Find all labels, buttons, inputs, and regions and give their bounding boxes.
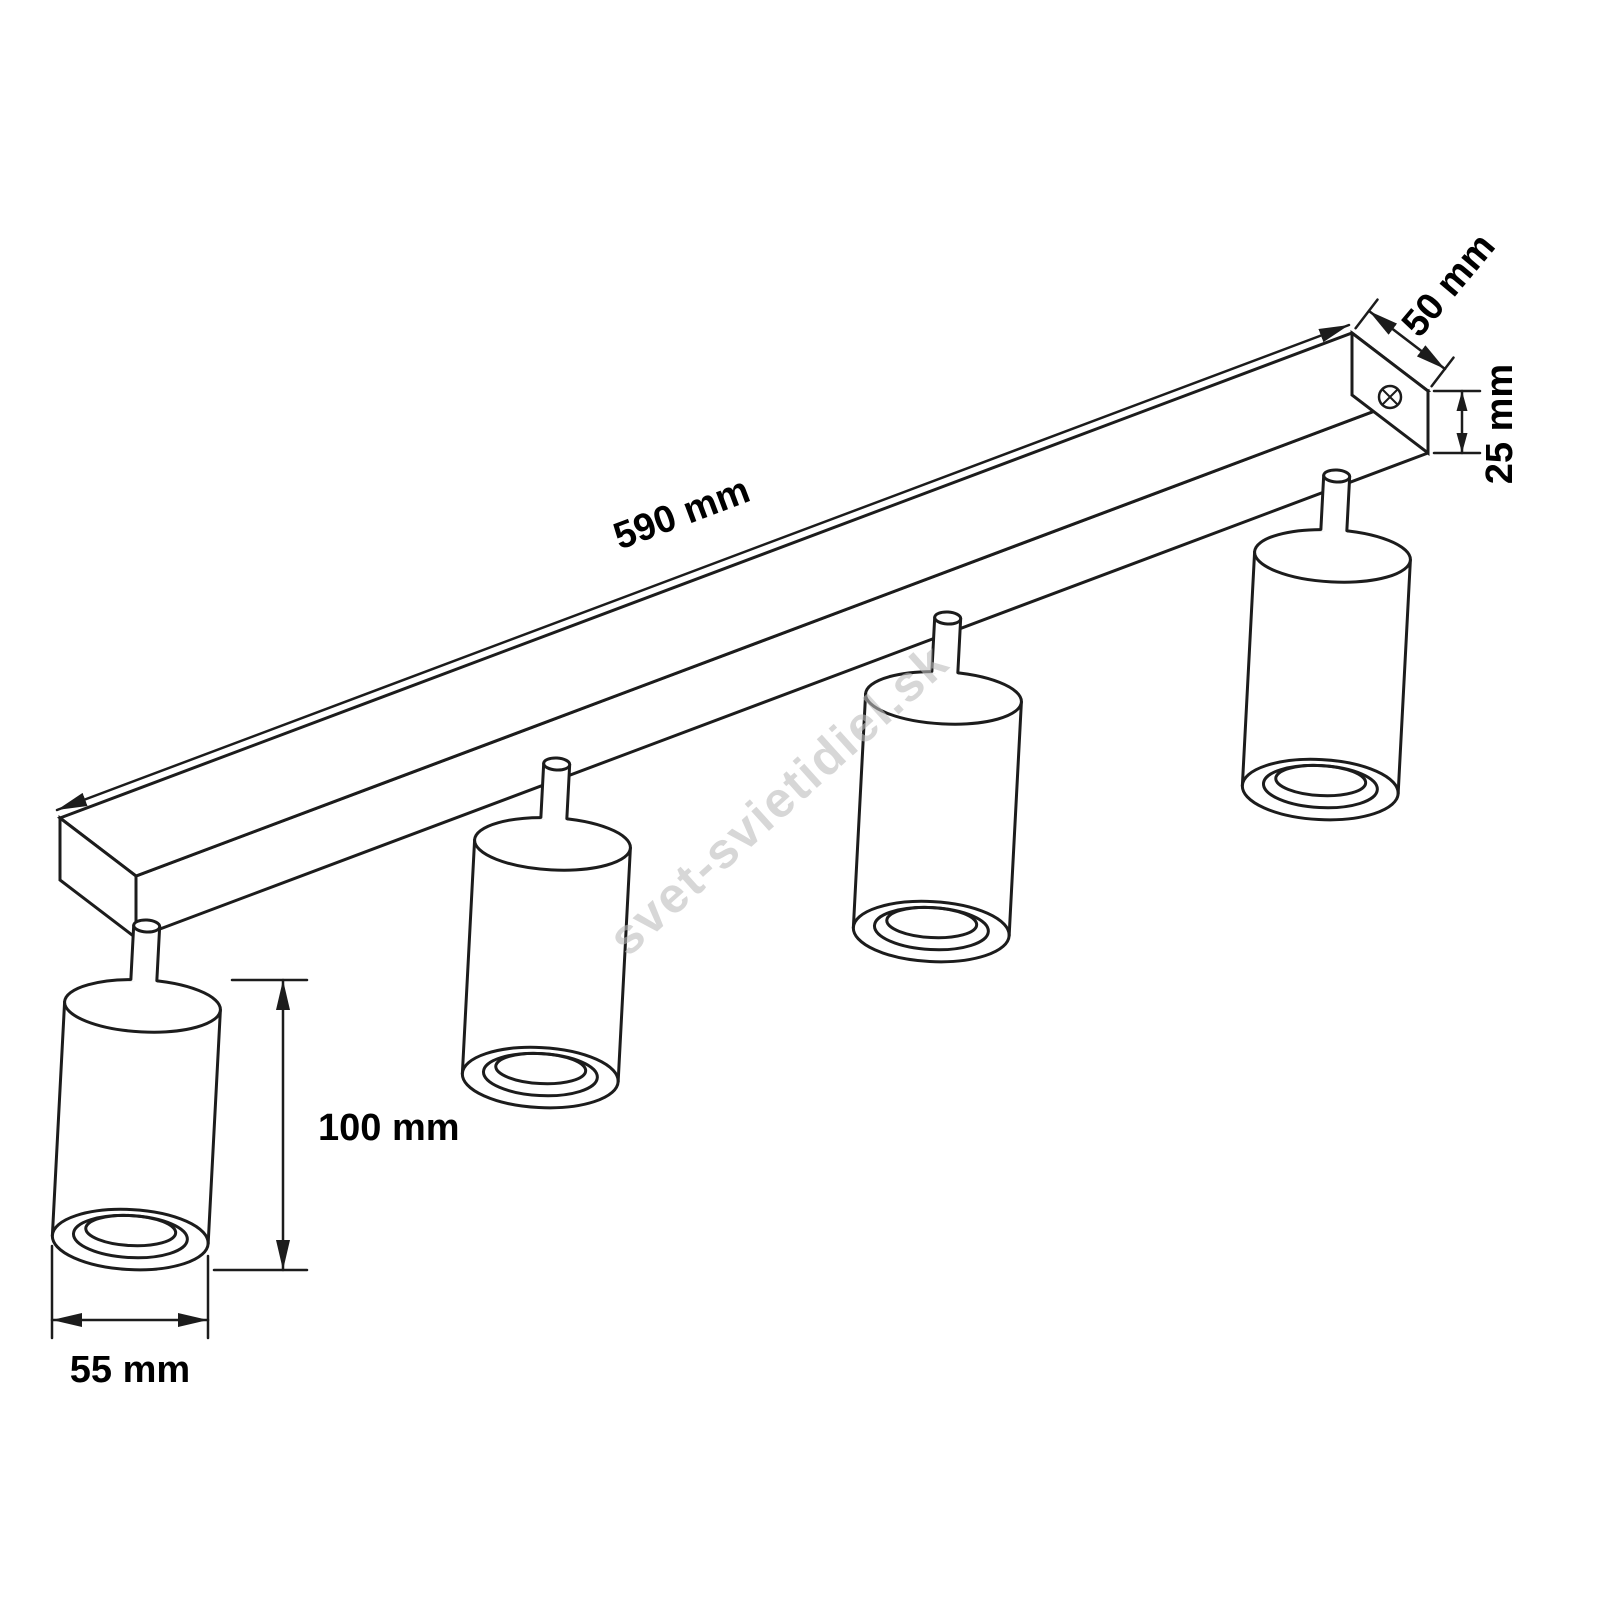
extension-line (1432, 389, 1482, 455)
dimension-rail-length: 590 mm (55, 323, 1351, 812)
extension-line (1354, 298, 1455, 388)
rail-height-label: 25 mm (1479, 364, 1521, 484)
rail-length-label: 590 mm (608, 469, 755, 558)
spotlight-1 (49, 914, 227, 1276)
extension-line (212, 978, 309, 1272)
spotlight-4 (1239, 464, 1417, 826)
dimension-line (55, 323, 1351, 812)
rail-depth-label: 50 mm (1394, 226, 1504, 345)
spot-height-label: 100 mm (318, 1107, 460, 1149)
dimension-spot-height: 100 mm (212, 978, 460, 1272)
dimension-spot-diameter: 55 mm (50, 1244, 210, 1391)
spot-diameter-label: 55 mm (70, 1349, 190, 1391)
screw-icon (1377, 384, 1403, 410)
dimension-rail-height: 25 mm (1432, 364, 1521, 484)
dimension-line (1367, 309, 1447, 371)
rail-front-face (134, 388, 1430, 941)
